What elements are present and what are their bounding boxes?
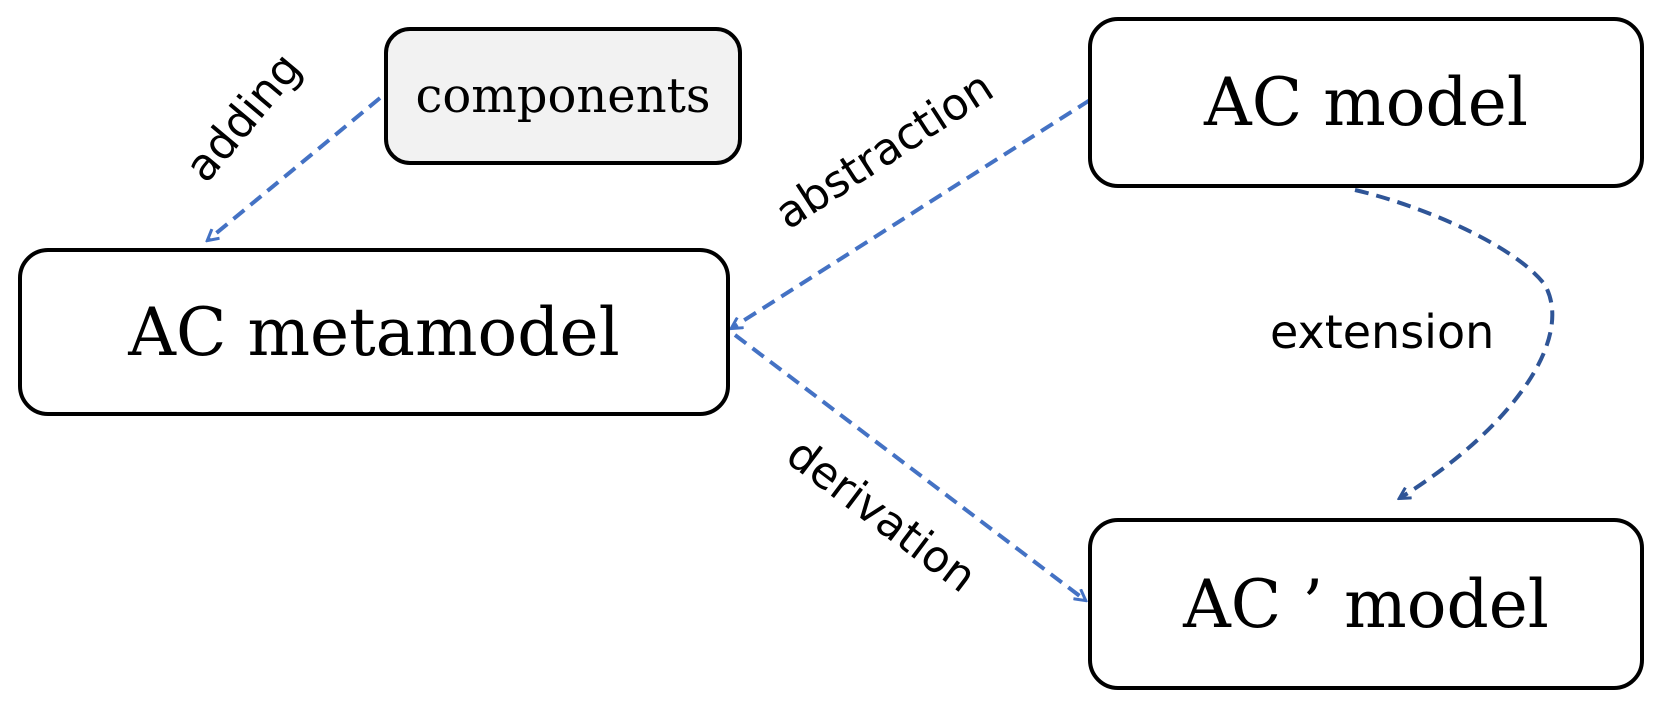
abstraction-arrow — [732, 98, 1092, 328]
ac-metamodel-label: AC metamodel — [128, 293, 620, 371]
components-label: components — [415, 68, 711, 124]
extension-label: extension — [1270, 305, 1495, 359]
components-node: components — [384, 27, 742, 165]
ac-model-label: AC model — [1204, 64, 1528, 141]
ac-prime-model-node: AC ’ model — [1088, 518, 1644, 690]
adding-arrow — [208, 96, 382, 240]
ac-model-node: AC model — [1088, 17, 1644, 188]
ac-prime-model-label: AC ’ model — [1183, 565, 1549, 643]
derivation-arrow — [733, 333, 1085, 600]
ac-metamodel-node: AC metamodel — [18, 248, 730, 416]
extension-arrow — [1354, 188, 1555, 498]
